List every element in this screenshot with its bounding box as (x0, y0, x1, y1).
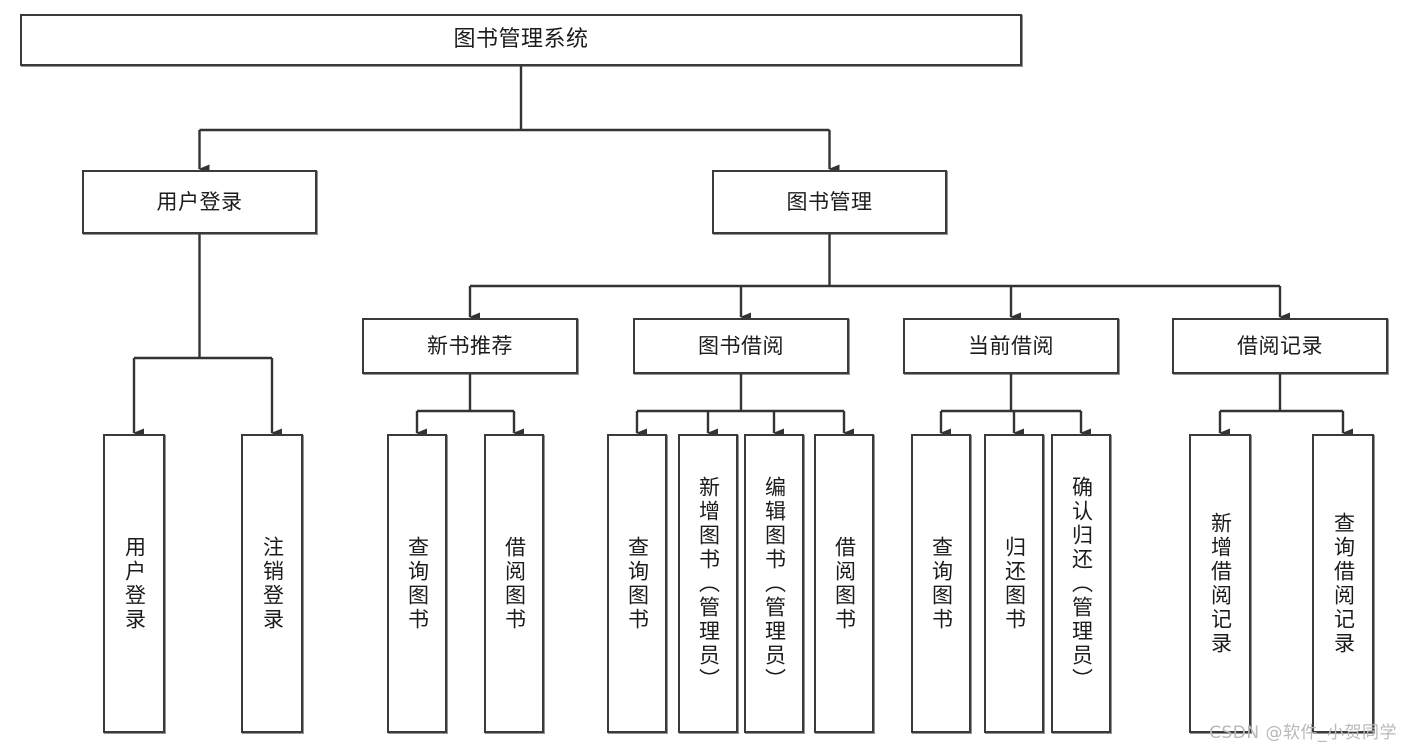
node-l3-current-borrow[interactable]: 当前借阅 (903, 318, 1119, 374)
node-label: 新增图书（管理员） (696, 475, 721, 692)
node-leaf-query-book-1[interactable]: 查询图书 (387, 434, 447, 733)
node-label: 用户登录 (156, 189, 243, 214)
node-leaf-borrow-book-1[interactable]: 借阅图书 (484, 434, 544, 733)
node-label: 查询图书 (929, 535, 954, 632)
node-leaf-query-book-2[interactable]: 查询图书 (607, 434, 667, 733)
node-label: 图书管理 (786, 189, 873, 214)
node-label: 新书推荐 (427, 333, 513, 358)
node-label: 借阅记录 (1237, 333, 1323, 358)
node-leaf-query-record[interactable]: 查询借阅记录 (1312, 434, 1374, 733)
node-label: 注销登录 (260, 535, 285, 632)
watermark-text: CSDN @软件_小贺同学 (1209, 723, 1397, 743)
node-leaf-user-login[interactable]: 用户登录 (103, 434, 165, 733)
node-l3-new-book-rec[interactable]: 新书推荐 (362, 318, 578, 374)
node-label: 查询借阅记录 (1331, 511, 1356, 656)
node-leaf-add-record[interactable]: 新增借阅记录 (1189, 434, 1251, 733)
node-leaf-return-book[interactable]: 归还图书 (984, 434, 1044, 733)
node-leaf-add-book[interactable]: 新增图书（管理员） (678, 434, 738, 733)
node-leaf-user-logout[interactable]: 注销登录 (241, 434, 303, 733)
node-label: 归还图书 (1002, 535, 1027, 632)
node-label: 图书借阅 (698, 333, 784, 358)
node-leaf-borrow-book-2[interactable]: 借阅图书 (814, 434, 874, 733)
node-label: 当前借阅 (968, 333, 1054, 358)
node-label: 新增借阅记录 (1208, 511, 1233, 656)
node-label: 查询图书 (405, 535, 430, 632)
node-label: 查询图书 (625, 535, 650, 632)
node-label: 确认归还（管理员） (1069, 475, 1094, 692)
node-l2-user-login[interactable]: 用户登录 (82, 170, 317, 234)
node-leaf-query-book-3[interactable]: 查询图书 (911, 434, 971, 733)
node-label: 借阅图书 (832, 535, 857, 632)
node-l3-borrow-record[interactable]: 借阅记录 (1172, 318, 1388, 374)
node-leaf-edit-book[interactable]: 编辑图书（管理员） (744, 434, 804, 733)
node-l2-book-mgmt[interactable]: 图书管理 (712, 170, 947, 234)
node-label: 编辑图书（管理员） (762, 475, 787, 692)
node-root[interactable]: 图书管理系统 (20, 14, 1022, 66)
node-l3-book-borrow[interactable]: 图书借阅 (633, 318, 849, 374)
node-leaf-confirm-return[interactable]: 确认归还（管理员） (1051, 434, 1111, 733)
node-label: 用户登录 (122, 535, 147, 632)
node-label: 图书管理系统 (453, 27, 589, 53)
node-label: 借阅图书 (502, 535, 527, 632)
